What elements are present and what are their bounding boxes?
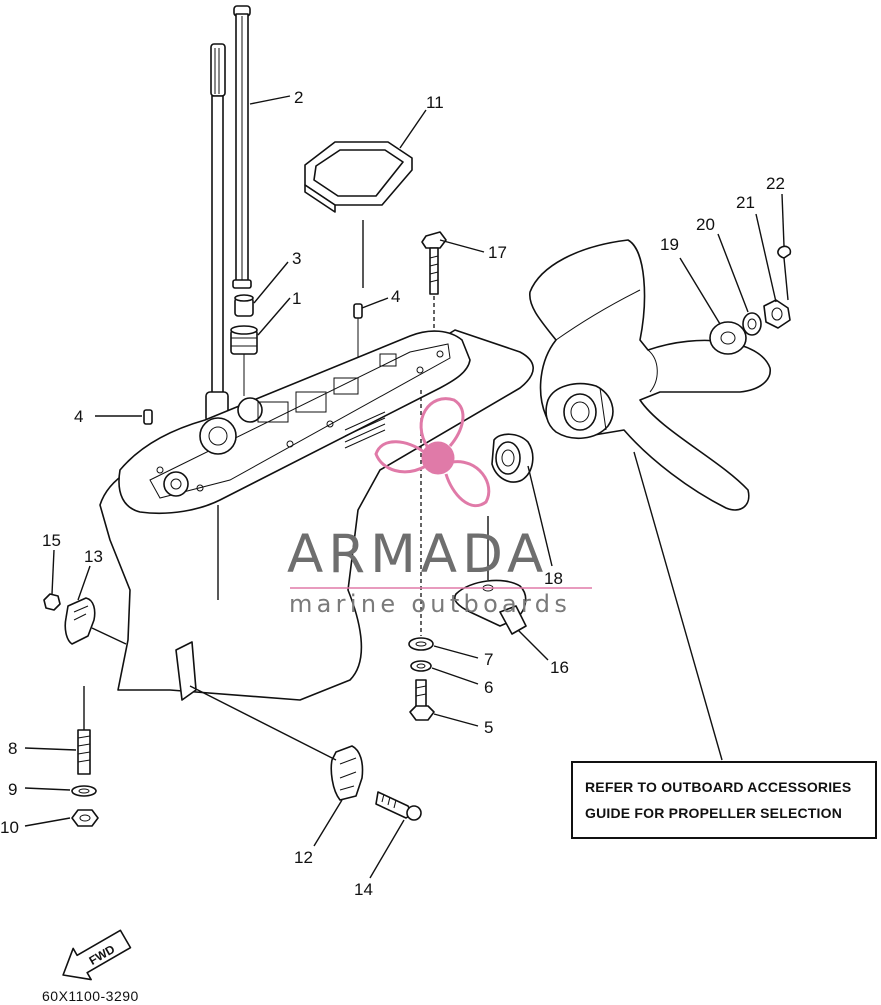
stud-bolt — [77, 686, 91, 775]
washer-6 — [410, 660, 432, 672]
label-part-1: 1 — [292, 289, 301, 308]
gasket — [304, 141, 413, 288]
label-part-15: 15 — [42, 531, 61, 550]
nut-10 — [71, 809, 99, 827]
oil-seal-stack — [230, 325, 258, 396]
label-part-13: 13 — [84, 547, 103, 566]
anode-12 — [189, 685, 364, 801]
label-part-22: 22 — [766, 174, 785, 193]
spacer-19 — [709, 321, 747, 355]
trim-plate-13 — [64, 597, 127, 645]
label-part-4-top: 4 — [391, 287, 400, 306]
diagram-code: 60X1100-3290 — [42, 988, 139, 1004]
note-line-2: GUIDE FOR PROPELLER SELECTION — [585, 805, 843, 821]
label-part-14: 14 — [354, 880, 373, 899]
washer-9 — [71, 785, 97, 797]
fwd-arrow-icon: FWD — [62, 929, 132, 981]
lower-case-housing — [99, 329, 534, 701]
label-part-16: 16 — [550, 658, 569, 677]
label-part-12: 12 — [294, 848, 313, 867]
propeller-note-box: REFER TO OUTBOARD ACCESSORIES GUIDE FOR … — [571, 761, 877, 839]
label-part-17: 17 — [488, 243, 507, 262]
label-part-18: 18 — [544, 569, 563, 588]
drive-shaft — [232, 5, 252, 289]
label-part-4-left: 4 — [74, 407, 83, 426]
label-part-7: 7 — [484, 650, 493, 669]
label-part-10: 10 — [0, 818, 19, 837]
label-part-5: 5 — [484, 718, 493, 737]
note-line-1: REFER TO OUTBOARD ACCESSORIES — [585, 779, 852, 795]
label-part-20: 20 — [696, 215, 715, 234]
label-part-19: 19 — [660, 235, 679, 254]
label-part-21: 21 — [736, 193, 755, 212]
bushing — [234, 294, 254, 317]
nut-21 — [763, 299, 791, 329]
label-part-3: 3 — [292, 249, 301, 268]
label-part-2: 2 — [294, 88, 303, 107]
shift-rod — [205, 43, 229, 423]
spacer-18 — [491, 433, 534, 483]
watermark-title: ARMADA — [287, 524, 549, 585]
cotter-pin-22 — [777, 245, 792, 301]
washer-20 — [742, 312, 762, 336]
washer-7 — [408, 637, 434, 651]
propeller — [529, 239, 771, 761]
armada-propeller-logo-icon — [374, 397, 491, 508]
dowel-pin-left — [143, 409, 153, 425]
bolt-5 — [409, 390, 435, 721]
label-part-6: 6 — [484, 678, 493, 697]
label-part-8: 8 — [8, 739, 17, 758]
label-part-11: 11 — [426, 93, 444, 112]
bolt-14 — [375, 791, 422, 821]
bolt-15 — [43, 593, 61, 611]
leader-lines — [24, 95, 785, 879]
part-number-labels: 1 2 3 4 4 5 6 7 8 9 10 11 12 13 14 15 16… — [0, 88, 785, 899]
watermark-subtitle: marine outboards — [289, 590, 572, 618]
label-part-9: 9 — [8, 780, 17, 799]
